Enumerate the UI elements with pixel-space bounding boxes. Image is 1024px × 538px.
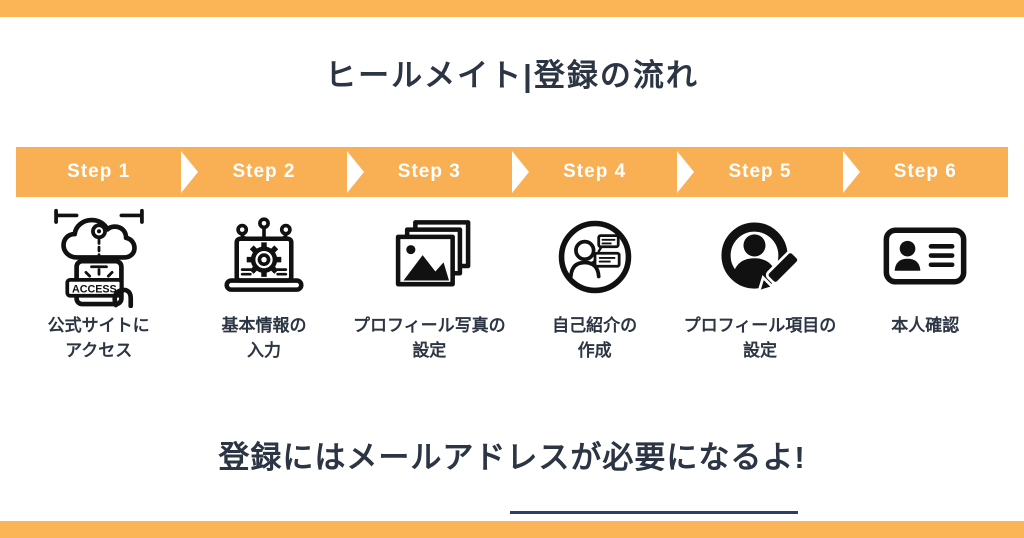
cloud-access-icon: ACCESS bbox=[16, 202, 181, 310]
access-button-text: ACCESS bbox=[72, 283, 117, 295]
step-caption-1: 公式サイトに アクセス bbox=[16, 313, 181, 363]
caption-line: 設定 bbox=[742, 341, 777, 360]
caption-line: 作成 bbox=[577, 341, 612, 360]
step-label-6: Step 6 bbox=[893, 161, 957, 182]
step-label-4: Step 4 bbox=[563, 161, 627, 182]
laptop-gear-icon bbox=[181, 202, 346, 310]
page-title: ヒールメイト|登録の流れ bbox=[325, 58, 699, 93]
bottom-accent-bar bbox=[0, 521, 1024, 538]
id-card-icon bbox=[843, 202, 1008, 310]
arrow-right-icon bbox=[181, 151, 199, 193]
person-pencil-icon bbox=[677, 202, 842, 310]
caption-line: 基本情報の bbox=[221, 316, 307, 335]
caption-line: 自己紹介の bbox=[552, 316, 638, 335]
step-caption-5: プロフィール項目の 設定 bbox=[677, 313, 842, 363]
caption-line: プロフィール写真の bbox=[352, 316, 506, 335]
step-caption-3: プロフィール写真の 設定 bbox=[347, 313, 512, 363]
step-captions-row: 公式サイトに アクセス 基本情報の 入力 プロフィール写真の 設定 自己紹介の … bbox=[16, 313, 1008, 363]
footer-underline bbox=[510, 511, 798, 514]
step-label-3: Step 3 bbox=[397, 161, 461, 182]
caption-line: 本人確認 bbox=[891, 316, 960, 335]
caption-line: 公式サイトに bbox=[47, 316, 150, 335]
footer-message: 登録にはメールアドレスが必要になるよ! bbox=[218, 440, 806, 475]
step-header-band: Step 1 Step 2 Step 3 Step 4 Step 5 Step … bbox=[16, 147, 1008, 197]
step-label-2: Step 2 bbox=[232, 161, 296, 182]
caption-line: プロフィール項目の bbox=[683, 316, 837, 335]
step-caption-2: 基本情報の 入力 bbox=[181, 313, 346, 363]
arrow-right-icon bbox=[346, 151, 364, 193]
step-caption-6: 本人確認 bbox=[843, 313, 1008, 363]
caption-line: 入力 bbox=[246, 341, 281, 360]
top-accent-bar bbox=[0, 0, 1024, 17]
step-icons-row: ACCESS bbox=[16, 202, 1008, 310]
registration-stepper: Step 1 Step 2 Step 3 Step 4 Step 5 Step … bbox=[16, 147, 1008, 363]
step-label-5: Step 5 bbox=[728, 161, 792, 182]
person-chat-icon bbox=[512, 202, 677, 310]
caption-line: 設定 bbox=[412, 341, 447, 360]
arrow-right-icon bbox=[677, 151, 695, 193]
arrow-right-icon bbox=[512, 151, 529, 193]
photo-stack-icon bbox=[347, 202, 512, 310]
caption-line: アクセス bbox=[65, 341, 133, 360]
step-label-1: Step 1 bbox=[67, 161, 131, 182]
arrow-right-icon bbox=[842, 151, 860, 193]
step-caption-4: 自己紹介の 作成 bbox=[512, 313, 677, 363]
